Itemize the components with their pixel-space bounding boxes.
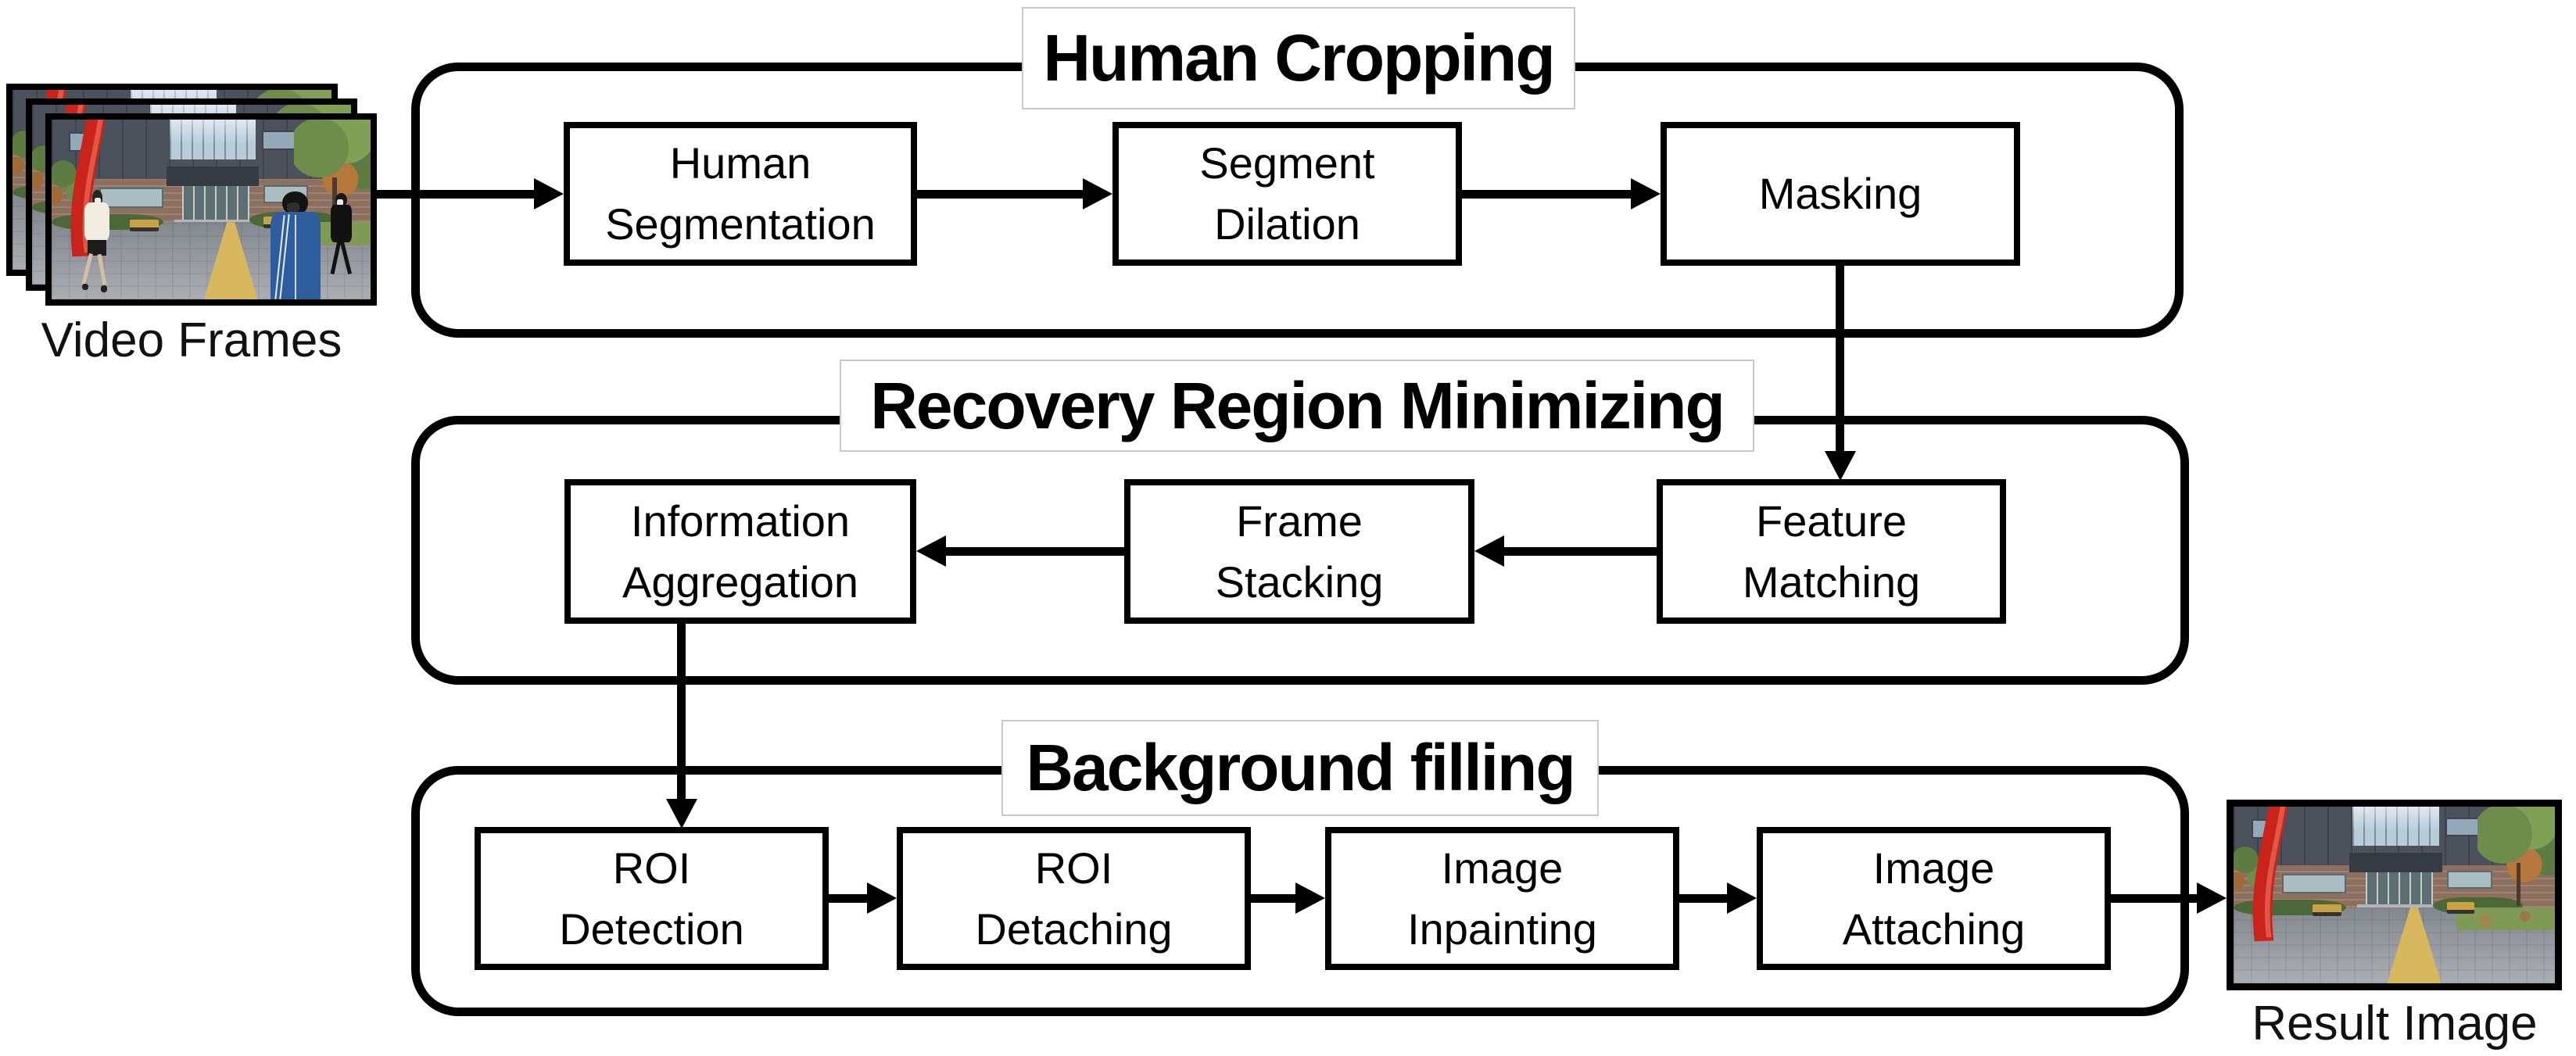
step-image-inpainting: Image Inpainting — [1325, 827, 1679, 970]
arrow-feature-matching-to-frame-stacking — [1503, 547, 1657, 556]
grass-right — [2455, 907, 2555, 931]
step-label: Inpainting — [1407, 904, 1597, 954]
bench-right — [2447, 902, 2475, 914]
step-frame-stacking: Frame Stacking — [1124, 479, 1474, 624]
step-label: Masking — [1758, 169, 1922, 218]
output-label: Result Image — [2252, 997, 2538, 1051]
arrow-input-to-segmentation — [377, 190, 536, 199]
step-label: Aggregation — [622, 557, 858, 607]
tree-trunk — [332, 177, 337, 220]
step-label: Image — [1872, 843, 1995, 893]
step-label: Stacking — [1215, 557, 1384, 607]
arrowhead — [1727, 882, 1757, 914]
bench-left — [129, 219, 159, 231]
result-image — [2227, 800, 2562, 990]
campus-photo — [52, 120, 371, 299]
arrow-masking-to-feature-matching — [1836, 266, 1844, 453]
step-label: Human — [669, 138, 811, 188]
arrow-roi-detection-to-detaching — [829, 894, 869, 903]
section-title: Recovery Region Minimizing — [870, 368, 1725, 442]
arrowhead — [1474, 535, 1504, 567]
step-label: Dilation — [1214, 199, 1360, 249]
arrowhead — [2197, 882, 2227, 914]
step-roi-detection: ROI Detection — [475, 827, 829, 970]
pedestrian-black-outfit — [326, 193, 358, 281]
arrowhead — [1083, 178, 1112, 209]
step-segment-dilation: Segment Dilation — [1112, 122, 1462, 266]
step-label: Frame — [1236, 496, 1363, 546]
entrance-canopy — [166, 166, 260, 187]
step-label: Detaching — [975, 904, 1173, 954]
step-information-aggregation: Information Aggregation — [564, 479, 916, 624]
video-frame-front — [45, 113, 377, 306]
campus-photo — [2234, 807, 2555, 983]
arrowhead — [916, 535, 946, 567]
pedestrian-white-sweater — [79, 189, 117, 294]
arrow-aggregation-to-roi-detection — [677, 624, 686, 800]
arrow-attaching-to-result — [2111, 894, 2198, 903]
pedestrian-blue-jacket — [267, 192, 324, 299]
step-human-segmentation: Human Segmentation — [564, 122, 917, 266]
arrowhead — [1631, 178, 1661, 209]
arrowhead — [1295, 882, 1325, 914]
title-background-filling: Background filling — [1001, 720, 1599, 816]
title-human-cropping: Human Cropping — [1022, 7, 1575, 109]
section-title: Human Cropping — [1043, 21, 1555, 95]
input-label: Video Frames — [41, 313, 342, 367]
entrance-canopy — [2348, 852, 2443, 872]
step-label: Segmentation — [605, 199, 876, 249]
facade-window-right — [2445, 817, 2480, 837]
arrowhead — [666, 799, 697, 829]
step-label: Attaching — [1842, 904, 2026, 954]
glass-curtain-wall — [2352, 807, 2440, 846]
bench-left — [2312, 904, 2341, 917]
arrowhead — [867, 882, 897, 914]
arrow-roi-detaching-to-inpainting — [1251, 894, 1297, 903]
step-roi-detaching: ROI Detaching — [897, 827, 1251, 970]
step-masking: Masking — [1661, 122, 2020, 266]
red-sculpture — [2252, 807, 2288, 942]
step-label: Feature — [1756, 496, 1907, 546]
step-label: ROI — [612, 843, 691, 893]
arrow-segmentation-to-dilation — [917, 190, 1084, 199]
facade-window-right — [262, 130, 296, 151]
arrow-frame-stacking-to-aggregation — [944, 547, 1124, 556]
step-feature-matching: Feature Matching — [1657, 479, 2006, 624]
brick-window-left — [99, 188, 163, 208]
step-label: Image — [1441, 843, 1564, 893]
glass-curtain-wall — [169, 120, 256, 159]
step-label: Detection — [559, 904, 744, 954]
arrow-dilation-to-masking — [1462, 190, 1632, 199]
pedestrians — [52, 120, 371, 299]
arrowhead — [534, 178, 564, 209]
step-label: Information — [630, 496, 851, 546]
step-label: Matching — [1742, 557, 1921, 607]
entrance-doors — [182, 186, 249, 223]
step-image-attaching: Image Attaching — [1757, 827, 2111, 970]
arrow-inpainting-to-attaching — [1679, 894, 1729, 903]
step-label: Segment — [1199, 138, 1375, 188]
step-label: ROI — [1034, 843, 1113, 893]
tree-trunk — [2516, 863, 2521, 906]
arrowhead — [1825, 451, 1856, 481]
entrance-doors — [2365, 872, 2433, 907]
section-title: Background filling — [1026, 731, 1575, 804]
brick-window-left — [2281, 873, 2346, 893]
title-recovery-region-minimizing: Recovery Region Minimizing — [840, 360, 1754, 452]
